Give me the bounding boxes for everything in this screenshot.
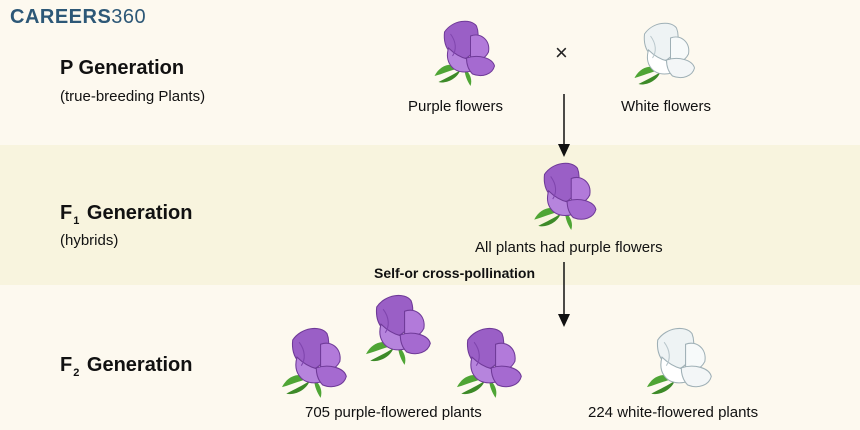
purple-flowers-label: Purple flowers	[408, 98, 504, 115]
f2-generation-band	[0, 285, 860, 430]
white-flowers-label: White flowers	[621, 98, 712, 115]
p-generation-title: P Generation	[60, 57, 185, 79]
f1-generation-title: F1 Generation	[60, 202, 192, 227]
f1-generation-subtitle: (hybrids)	[60, 232, 119, 249]
f1-title-suffix: Generation	[86, 202, 193, 224]
p-generation-band	[0, 0, 860, 145]
f1-generation-band	[0, 145, 860, 285]
logo-brand-text: CAREERS	[10, 6, 112, 28]
f2-purple-count-label: 705 purple-flowered plants	[305, 404, 482, 421]
f2-title-prefix: F	[60, 354, 73, 376]
f2-title-subscript: 2	[73, 367, 80, 379]
pollination-label: Self-or cross-pollination	[374, 265, 536, 281]
f1-title-subscript: 1	[73, 215, 80, 227]
purple-flower-icon	[281, 327, 347, 399]
p-generation-subtitle: (true-breeding Plants)	[60, 88, 206, 105]
f2-title-suffix: Generation	[86, 354, 193, 376]
white-flower-icon	[634, 22, 695, 85]
cross-symbol: ×	[555, 40, 568, 65]
down-arrow-icon	[558, 262, 570, 327]
f2-white-count-label: 224 white-flowered plants	[588, 404, 759, 421]
logo-number-text: 360	[111, 6, 147, 28]
purple-flower-icon	[434, 20, 495, 87]
purple-flower-icon	[533, 162, 597, 231]
f2-generation-title: F2 Generation	[60, 354, 192, 379]
f1-result-label: All plants had purple flowers	[475, 239, 663, 256]
purple-flower-icon	[365, 294, 431, 366]
careers360-logo[interactable]: CAREERS360	[10, 6, 146, 29]
white-flower-icon	[646, 327, 712, 395]
down-arrow-icon	[558, 94, 570, 157]
f1-title-prefix: F	[60, 202, 73, 224]
purple-flower-icon	[456, 327, 522, 399]
